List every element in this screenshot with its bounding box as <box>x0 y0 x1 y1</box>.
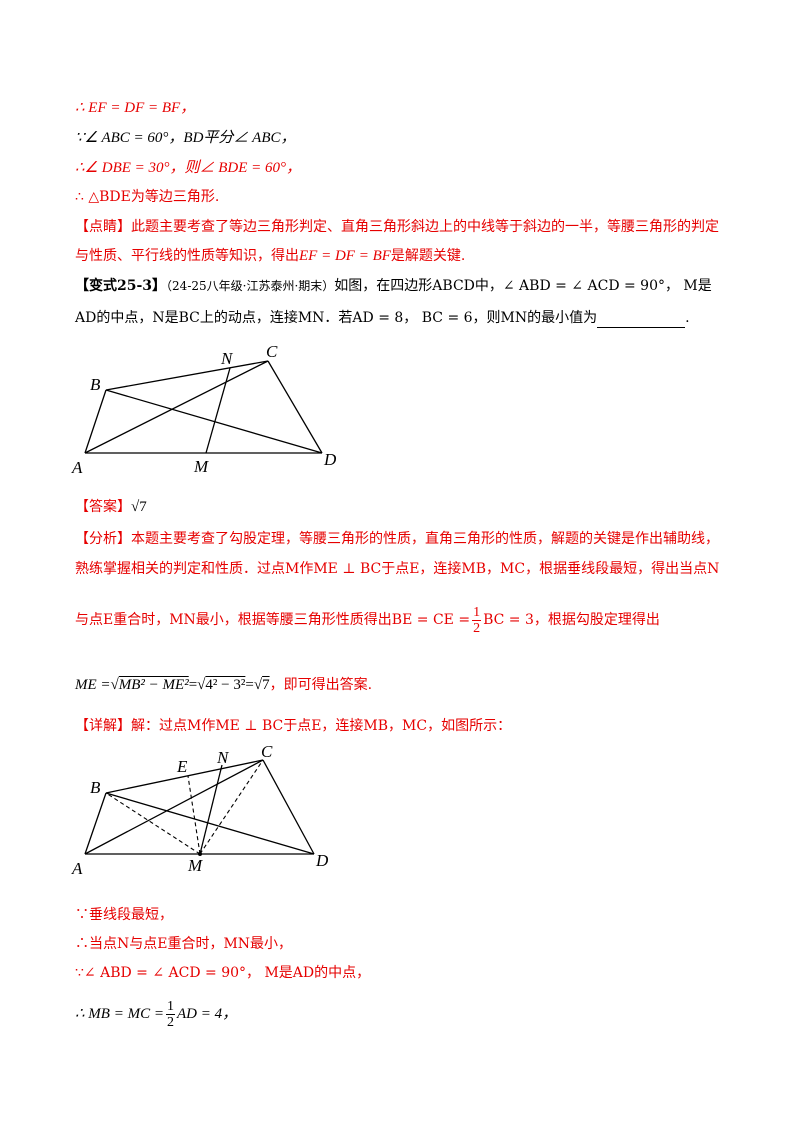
label-C: C <box>266 342 278 361</box>
segment-BD <box>105 389 323 454</box>
label-M: M <box>193 457 209 476</box>
label-N: N <box>216 748 230 767</box>
answer-blank <box>597 313 686 328</box>
segment-CD <box>262 759 315 855</box>
label-A: A <box>71 859 83 878</box>
label-B: B <box>90 375 101 394</box>
step-line: ∵垂线段最短， <box>75 907 173 923</box>
segment-BC <box>105 360 269 391</box>
segment-AB <box>84 792 107 855</box>
segment-AB <box>84 389 107 454</box>
radicand-2: 4² − 3² <box>205 677 246 693</box>
step-line: ∵∠ ABC = 60°，BD平分∠ ABC， <box>75 130 296 146</box>
label-C: C <box>261 742 273 761</box>
analysis-line2: 熟练掌握相关的判定和性质．过点M作ME ⊥ BC于点E，连接MB，MC，根据垂线… <box>75 561 720 577</box>
problem-line2: AD的中点，N是BC上的动点，连接MN．若AD = 8， BC = 6，则MN的… <box>75 310 690 328</box>
figure-quadrilateral: A B N C M D <box>71 342 337 477</box>
segment-MC-dashed <box>199 759 264 855</box>
segment-MN <box>205 367 231 454</box>
label-B: B <box>90 778 101 797</box>
segment-MN <box>199 764 223 855</box>
figure-quadrilateral-with-perpendicular: A B E N C M D <box>71 742 329 878</box>
segment-AC <box>84 759 264 855</box>
dianjing-tag: 【点睛】 <box>75 219 131 235</box>
label-N: N <box>220 349 234 368</box>
segment-BD <box>105 792 315 855</box>
segment-CD <box>267 360 323 454</box>
segment-ME-dashed <box>187 775 201 855</box>
analysis-line4: ME =√MB² − ME²=√4² − 3²=√7，即可得出答案. <box>75 677 373 693</box>
segment-MB-dashed <box>105 792 201 855</box>
answer-line: 【答案】√7 <box>75 497 147 517</box>
detail-line1: 【详解】解：过点M作ME ⊥ BC于点E，连接MB，MC，如图所示： <box>75 718 512 734</box>
label-E: E <box>176 757 188 776</box>
detail-tag: 【详解】 <box>75 718 131 734</box>
label-A: A <box>71 458 83 477</box>
radicand-3: 7 <box>262 677 270 693</box>
step-line: ∴∠ DBE = 30°，则∠ BDE = 60°， <box>75 160 302 176</box>
step-line: ∴ △BDE为等边三角形. <box>75 189 220 205</box>
point-M <box>198 852 202 856</box>
radicand-1: MB² − ME² <box>118 677 189 693</box>
dianjing-line1: 【点睛】此题主要考查了等边三角形判定、直角三角形斜边上的中线等于斜边的一半，等腰… <box>75 219 719 235</box>
step-line: ∴当点N与点E重合时，MN最小， <box>75 936 293 952</box>
label-D: D <box>323 450 337 469</box>
analysis-line1: 【分析】本题主要考查了勾股定理，等腰三角形的性质，直角三角形的性质，解题的关键是… <box>75 531 719 547</box>
problem-tag: 【变式25-3】 <box>75 278 167 294</box>
segment-AC <box>84 360 269 454</box>
step-line: ∵∠ ABD = ∠ ACD = 90°， M是AD的中点， <box>75 965 371 981</box>
answer-value: √7 <box>131 499 147 515</box>
problem-source: （24-25八年级·江苏泰州·期末） <box>166 279 335 293</box>
segment-BC <box>105 759 264 794</box>
answer-tag: 【答案】 <box>75 499 131 515</box>
analysis-tag: 【分析】 <box>75 531 131 547</box>
label-M: M <box>187 856 203 875</box>
dianjing-line2: 与性质、平行线的性质等知识，得出EF = DF = BF是解题关键. <box>75 248 466 264</box>
step-line: ∴ EF = DF = BF， <box>75 100 196 116</box>
label-D: D <box>315 851 329 870</box>
problem-line1: 【变式25-3】（24-25八年级·江苏泰州·期末）如图，在四边形ABCD中，∠… <box>75 278 712 294</box>
